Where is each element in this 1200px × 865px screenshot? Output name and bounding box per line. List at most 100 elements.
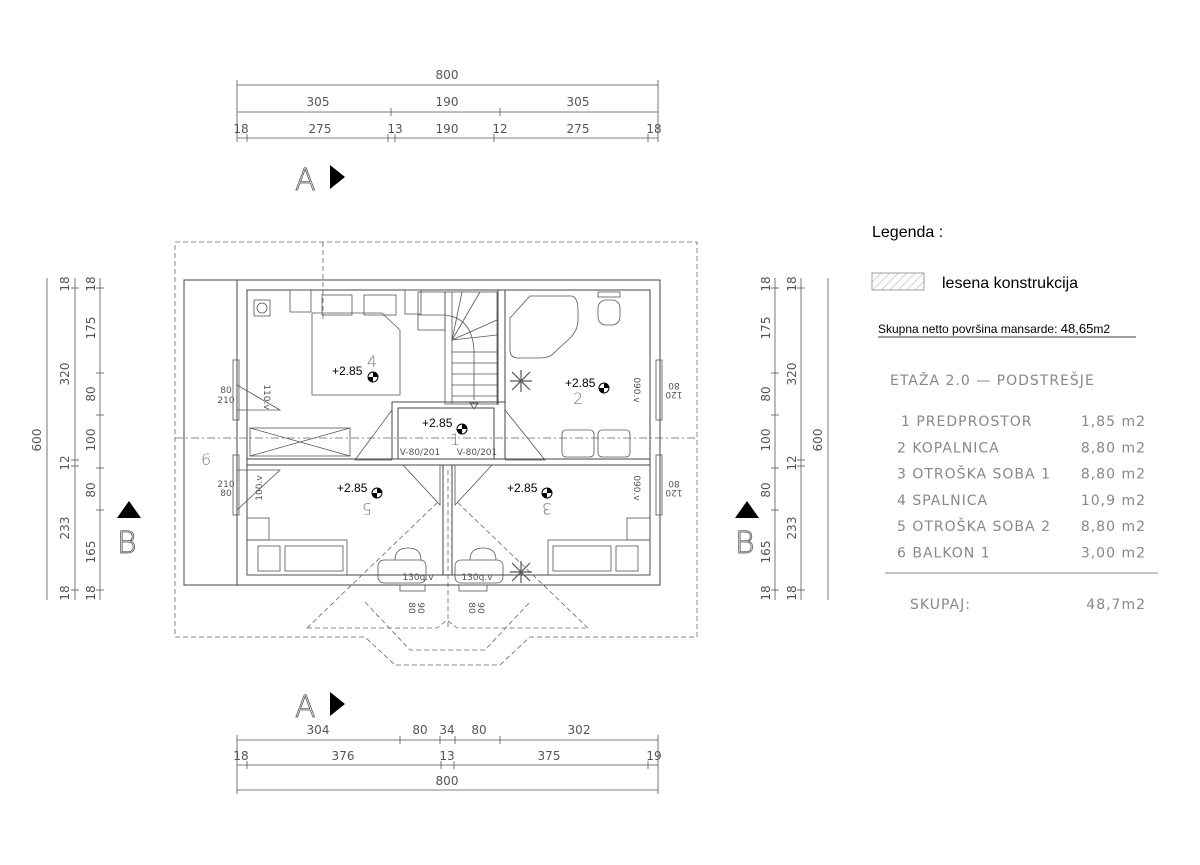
dim-label: 165 — [759, 541, 773, 564]
room-name: 2 KOPALNICA — [897, 440, 1000, 456]
room-area: 8,80 m2 — [1081, 519, 1146, 535]
room-number: 5 — [362, 499, 372, 518]
section-arrow-icon — [330, 692, 345, 716]
dim-label: 80 — [412, 723, 427, 737]
room-1-label: +2.85 1 V-80/201 V-80/201 — [400, 416, 498, 458]
dim-label: 800 — [436, 68, 459, 82]
inner-wall — [246, 289, 651, 576]
table-row: 3 OTROŠKA SOBA 1 8,80 m2 — [897, 465, 1146, 483]
room-number: 3 — [542, 499, 552, 518]
dim-label: 100 — [84, 429, 98, 452]
dim-label: 80 — [759, 482, 773, 497]
section-marker-a-bottom: A — [295, 690, 345, 725]
window-dim: 90 — [475, 602, 485, 614]
desk — [377, 559, 427, 584]
plant-pot-icon — [253, 299, 271, 317]
plant-icon — [510, 370, 532, 583]
right-dimensions: 18 175 80 100 80 165 18 18 320 12 233 18… — [759, 276, 829, 601]
dim-label: 376 — [332, 749, 355, 763]
dim-label: 375 — [538, 749, 561, 763]
room-name: 5 OTROŠKA SOBA 2 — [897, 517, 1051, 535]
table-title: ETAŽA 2.0 — PODSTREŠJE — [890, 371, 1095, 389]
window-dim: 90 — [415, 602, 425, 614]
dim-label: 190 — [436, 95, 459, 109]
dim-label: 80 — [84, 482, 98, 497]
dim-label: 18 — [759, 276, 773, 291]
dim-label: 320 — [785, 363, 799, 386]
room-area: 8,80 m2 — [1081, 467, 1146, 483]
furniture — [232, 289, 663, 592]
section-arrow-icon — [735, 501, 759, 518]
dim-label: 175 — [84, 317, 98, 340]
svg-text:A: A — [295, 690, 316, 725]
opening-annotations: 80 210 110.v 210 80 100.v 090.v 090.v 12… — [217, 377, 682, 614]
dim-label: 18 — [233, 122, 248, 136]
level-text: +2.85 — [337, 481, 368, 495]
dim-label: 302 — [568, 723, 591, 737]
walls — [183, 279, 661, 586]
room-name: 3 OTROŠKA SOBA 1 — [897, 465, 1051, 483]
desk — [454, 559, 504, 584]
door-dim: 210 — [217, 396, 234, 406]
room-area: 1,85 m2 — [1081, 414, 1146, 430]
window-sill: 130q.v — [461, 573, 493, 583]
area-summary: Skupna netto površina mansarde: 48,65m2 — [878, 321, 1110, 336]
room-number-balcony: 6 — [201, 450, 211, 469]
outer-wall — [183, 279, 661, 586]
table-row: 1 PREDPROSTOR 1,85 m2 — [901, 414, 1146, 430]
staircase — [417, 291, 498, 410]
dim-label: 19 — [646, 749, 661, 763]
toilet — [597, 299, 621, 326]
dim-label: 305 — [307, 95, 330, 109]
dim-label: 18 — [58, 276, 72, 291]
dim-label: 18 — [58, 585, 72, 600]
dim-label: 275 — [309, 122, 332, 136]
svg-text:B: B — [735, 526, 755, 561]
sill-height: 100.v — [255, 475, 265, 501]
dim-label: 320 — [58, 363, 72, 386]
room-name: 1 PREDPROSTOR — [901, 414, 1033, 430]
section-marker-a-top: A — [295, 163, 345, 198]
dim-label: 80 — [84, 386, 98, 401]
room-area: 3,00 m2 — [1081, 546, 1146, 562]
legend: Legenda : lesena konstrukcija Skupna net… — [871, 224, 1136, 338]
double-bed — [311, 312, 401, 396]
dim-label: 175 — [759, 317, 773, 340]
table-row: 2 KOPALNICA 8,80 m2 — [897, 440, 1146, 456]
level-marker-icon — [598, 382, 610, 394]
dim-label: 80 — [471, 723, 486, 737]
chair — [394, 547, 422, 561]
dim-label: 13 — [387, 122, 402, 136]
dim-label: 800 — [436, 774, 459, 788]
dim-ticks — [236, 80, 659, 142]
room-4-label: +2.85 4 — [332, 352, 379, 383]
room-area: 8,80 m2 — [1081, 440, 1146, 456]
room-number: 1 — [450, 430, 460, 449]
dim-label: 305 — [567, 95, 590, 109]
room-number: 2 — [573, 389, 583, 408]
level-text: +2.85 — [507, 481, 538, 495]
room-name: 4 SPALNICA — [897, 493, 988, 509]
sill-height: 090.v — [631, 377, 641, 403]
bottom-dimensions: 304 80 34 80 302 18 376 13 375 19 800 — [233, 723, 662, 794]
door-label: V-80/201 — [457, 448, 498, 458]
level-marker-icon — [371, 487, 383, 499]
dim-label: 80 — [759, 386, 773, 401]
bathtub — [509, 295, 579, 359]
door-label: V-80/201 — [400, 448, 441, 458]
level-text: +2.85 — [332, 364, 363, 378]
left-dimensions: 600 18 320 12 233 18 18 175 80 100 80 16… — [30, 276, 104, 601]
sill-height: 110.v — [261, 384, 271, 410]
dim-label: 600 — [30, 429, 44, 452]
door-dim: 80 — [220, 489, 232, 499]
svg-text:A: A — [295, 163, 316, 198]
dim-label: 165 — [84, 541, 98, 564]
dim-label: 18 — [785, 585, 799, 600]
hatch-swatch-icon — [871, 272, 925, 291]
dim-label: 18 — [759, 585, 773, 600]
sink — [597, 429, 631, 458]
window-dim: 80 — [406, 602, 416, 614]
